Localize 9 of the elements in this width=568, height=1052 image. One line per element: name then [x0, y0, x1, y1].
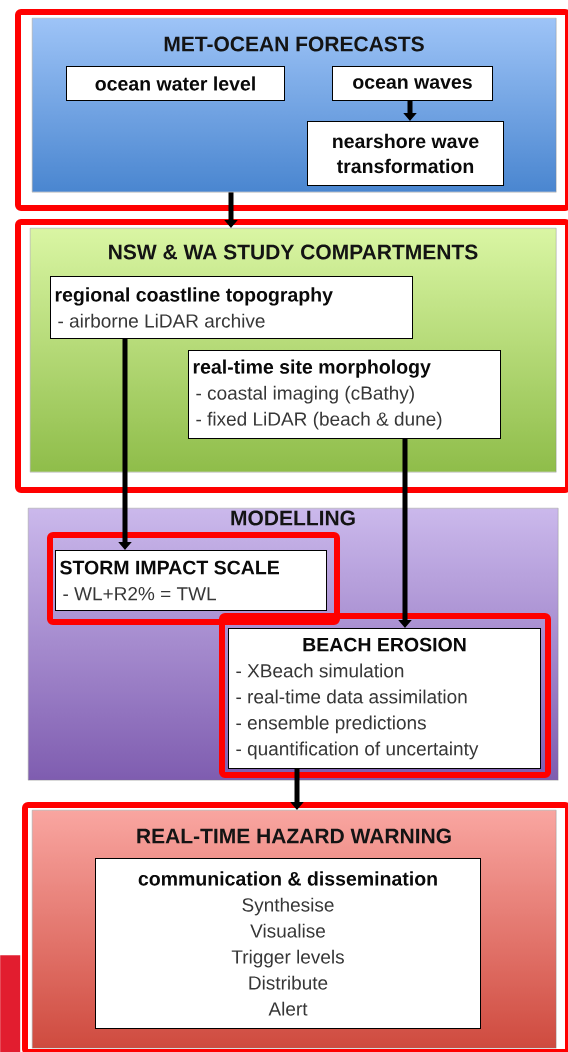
- process-box: STORM IMPACT SCALE - WL+R2% = TWL: [55, 550, 327, 611]
- process-box: nearshore wave transformation: [307, 121, 504, 186]
- process-box: ocean waves: [332, 66, 493, 101]
- side-bar: [0, 955, 21, 1052]
- process-box: real-time site morphology - coastal imaging (cBathy) - fixed LiDAR (beach & dune): [188, 350, 501, 439]
- process-box: BEACH EROSION - XBeach simulation - real-time data assimilation - ensemble predictions - quantification of uncertainty: [228, 628, 541, 769]
- process-box: ocean water level: [66, 66, 285, 101]
- process-box: regional coastline topography - airborne LiDAR archive: [50, 276, 413, 339]
- process-box: communication & dissemination Synthesise Visualise Trigger levels Distribute Alert: [95, 858, 481, 1029]
